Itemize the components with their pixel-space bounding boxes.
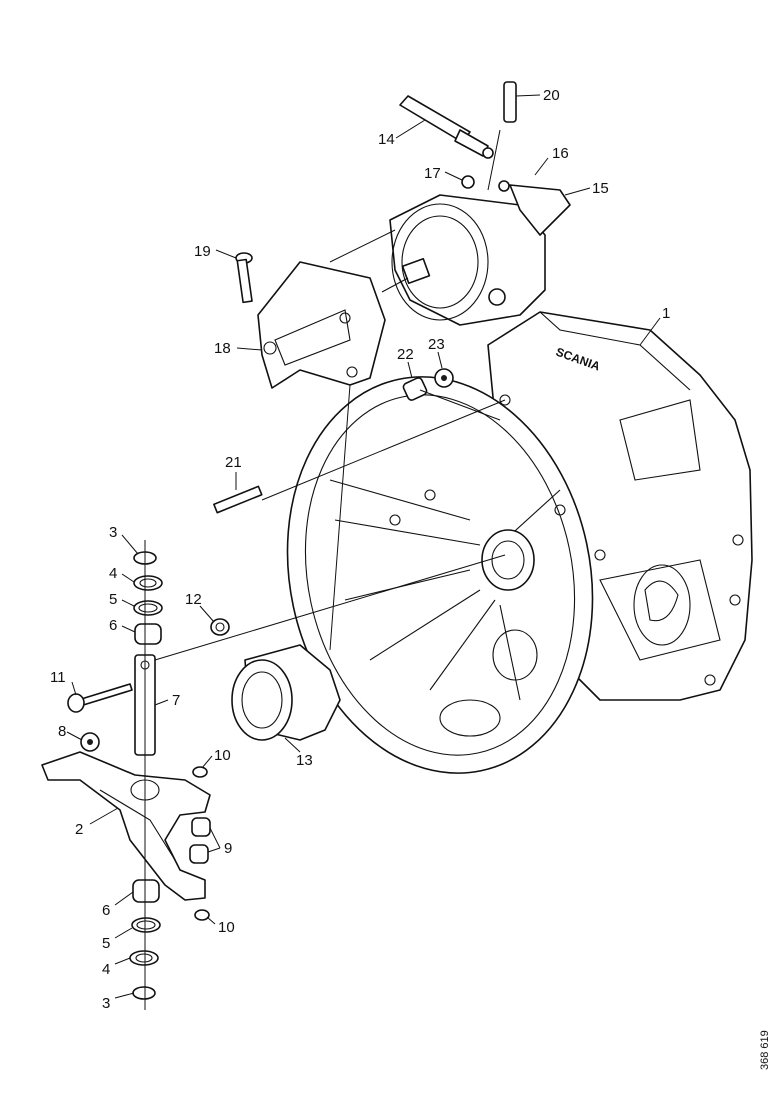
callout-10-bottom: 10 — [218, 919, 235, 936]
washer-5-bottom — [131, 917, 161, 933]
washer-4-top — [133, 575, 163, 591]
bushing-6-top — [134, 623, 162, 645]
ring-12 — [210, 618, 230, 636]
callout-6-bottom: 6 — [102, 902, 110, 919]
bolt-17 — [461, 175, 475, 189]
callout-1: 1 — [662, 305, 670, 322]
clip-10-bottom — [194, 909, 210, 921]
washer-4-bottom — [129, 950, 159, 966]
washer-5-top — [133, 600, 163, 616]
callout-12: 12 — [185, 591, 202, 608]
callout-15: 15 — [592, 180, 609, 197]
sleeve-22 — [402, 377, 428, 401]
callout-23: 23 — [428, 336, 445, 353]
callout-16: 16 — [552, 145, 569, 162]
nut-23 — [434, 368, 454, 388]
clip-10-top — [192, 766, 208, 778]
callout-21: 21 — [225, 454, 242, 471]
callout-8: 8 — [58, 723, 66, 740]
bushing-6-bottom — [132, 879, 160, 903]
callout-4-top: 4 — [109, 565, 117, 582]
hydraulic-pipe — [503, 81, 517, 123]
pin-9a — [191, 817, 211, 837]
cylinder-bracket — [257, 261, 386, 389]
callout-5-bottom: 5 — [102, 935, 110, 952]
bolt-11 — [67, 683, 133, 713]
pin-9b — [189, 844, 209, 864]
callout-22: 22 — [397, 346, 414, 363]
release-bearing — [231, 644, 341, 741]
stud-21 — [213, 485, 263, 514]
figure-number: 368 619 — [759, 1030, 771, 1070]
callout-5-top: 5 — [109, 591, 117, 608]
callout-4-bottom: 4 — [102, 961, 110, 978]
callout-3-top: 3 — [109, 524, 117, 541]
callout-20: 20 — [543, 87, 560, 104]
callout-9: 9 — [224, 840, 232, 857]
nut-8 — [80, 732, 100, 752]
callout-11: 11 — [50, 669, 66, 686]
release-fork-2 — [41, 751, 211, 901]
callout-17: 17 — [424, 165, 441, 182]
clutch-housing: SCANIA — [286, 311, 753, 774]
callout-19: 19 — [194, 243, 211, 260]
slave-cylinder — [381, 180, 571, 326]
circlip-3-bottom — [132, 986, 156, 1000]
callout-3-bottom: 3 — [102, 995, 110, 1012]
callout-18: 18 — [214, 340, 231, 357]
callout-6-top: 6 — [109, 617, 117, 634]
callout-10-top: 10 — [214, 747, 231, 764]
callout-13: 13 — [296, 752, 313, 769]
callout-2: 2 — [75, 821, 83, 838]
assembly-axis-lines — [144, 129, 506, 1010]
callout-labels: 1 2 3 3 4 4 5 5 6 6 7 8 9 10 10 11 12 13… — [50, 87, 670, 1012]
callout-leaders — [66, 94, 661, 999]
bolt-19 — [235, 252, 253, 304]
callout-7: 7 — [172, 692, 180, 709]
hydraulic-hose — [399, 95, 494, 159]
callout-14: 14 — [378, 131, 395, 148]
